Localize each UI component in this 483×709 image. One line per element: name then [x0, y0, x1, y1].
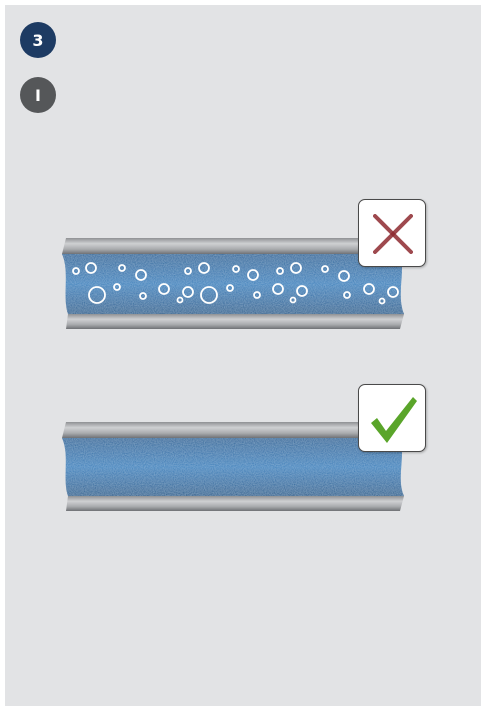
cross-icon: [359, 200, 427, 268]
pipe-wall-top: [62, 238, 400, 254]
checkmark-icon: [359, 385, 427, 453]
water-flow: [62, 438, 404, 496]
pipe-wall-bottom: [66, 314, 404, 329]
pipe-with-air-bubbles: [62, 238, 404, 329]
water-flow: [62, 254, 404, 314]
pipe-without-air-bubbles: [62, 422, 404, 511]
pipe-wall-bottom: [66, 496, 404, 511]
pipe-wall-top: [62, 422, 400, 438]
correct-indicator: [358, 384, 426, 452]
incorrect-indicator: [358, 199, 426, 267]
